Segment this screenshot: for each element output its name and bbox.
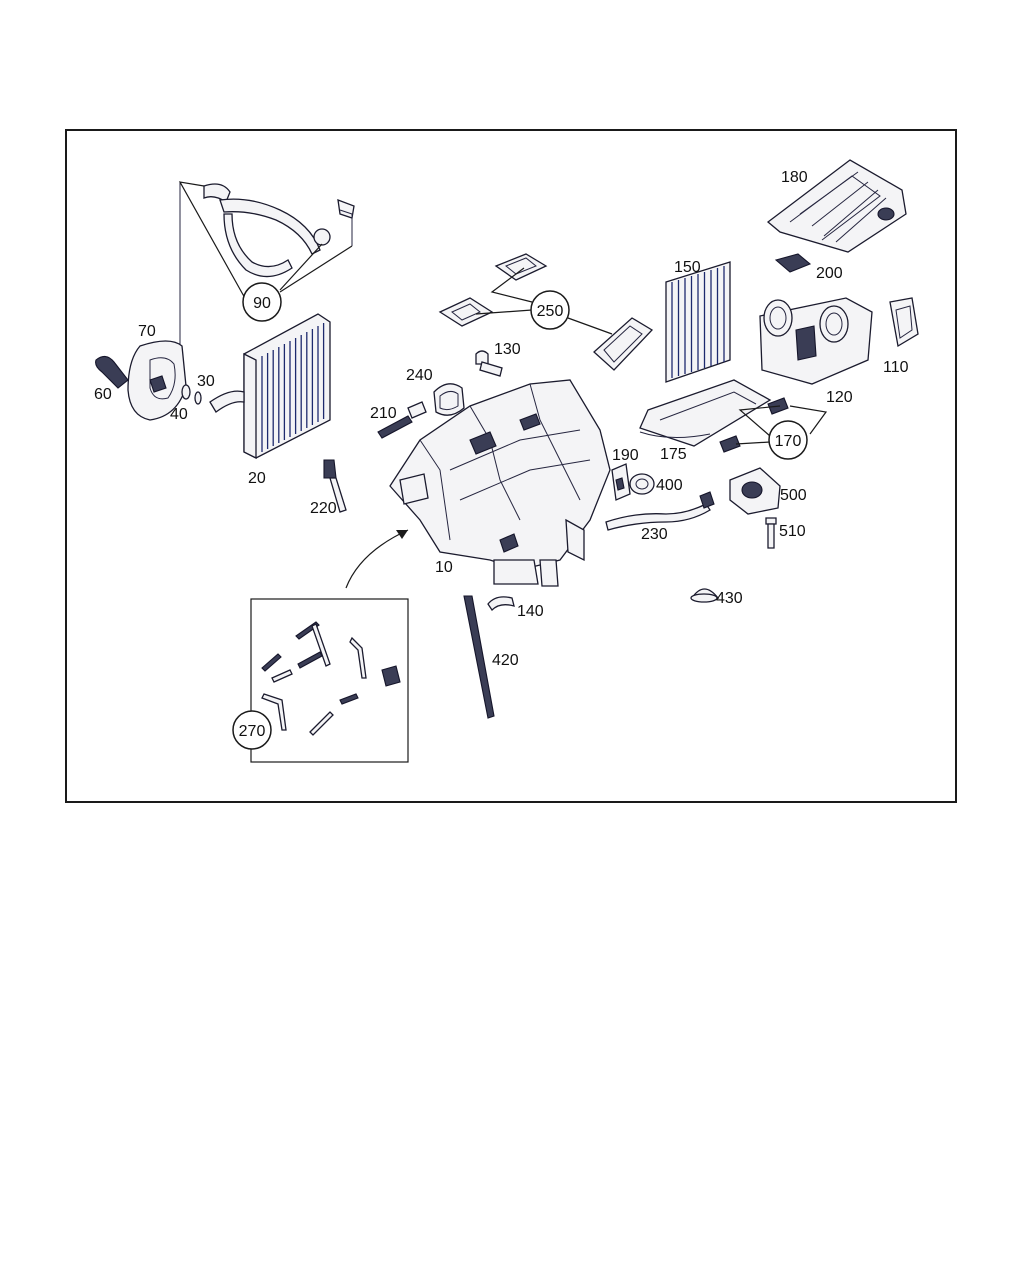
- part-230-harness: [605, 491, 715, 531]
- label-510[interactable]: 510: [779, 523, 806, 540]
- part-10-hvac-housing: [389, 379, 611, 587]
- part-150-filter: [665, 261, 731, 383]
- diagram-frame: [65, 129, 957, 803]
- callout-170-label: 170: [775, 433, 802, 450]
- part-labels: 180 200 150 110 120 130 240 210 70 30 60…: [94, 169, 909, 669]
- part-510-bolt: [765, 517, 777, 549]
- part-175-cover-plate: [639, 379, 772, 447]
- label-200[interactable]: 200: [816, 265, 843, 282]
- label-70[interactable]: 70: [138, 323, 156, 340]
- part-90-refrigerant-line: [179, 182, 355, 380]
- leader-lines: [178, 181, 828, 445]
- part-250-seals: [438, 253, 654, 371]
- part-190-actuator: [611, 463, 631, 501]
- part-270-linkage-set: [261, 621, 401, 736]
- part-430-grommet: [690, 588, 720, 603]
- part-180-blower-housing: [766, 159, 907, 253]
- label-240[interactable]: 240: [406, 367, 433, 384]
- label-420[interactable]: 420: [492, 652, 519, 669]
- part-130-bolt: [475, 350, 503, 377]
- label-130[interactable]: 130: [494, 341, 521, 358]
- label-110[interactable]: 110: [883, 359, 909, 376]
- label-140[interactable]: 140: [517, 603, 544, 620]
- label-400[interactable]: 400: [656, 477, 683, 494]
- label-190[interactable]: 190: [612, 447, 639, 464]
- part-400-cap: [629, 473, 655, 495]
- part-240-cover: [433, 383, 465, 416]
- label-210[interactable]: 210: [370, 405, 397, 422]
- label-40[interactable]: 40: [170, 406, 188, 423]
- part-60-sensor: [95, 355, 129, 389]
- label-150[interactable]: 150: [674, 259, 701, 276]
- part-120-blower-motor: [759, 297, 873, 385]
- part-420-hose: [463, 595, 495, 719]
- label-60[interactable]: 60: [94, 386, 112, 403]
- callout-270[interactable]: 270: [232, 710, 272, 750]
- part-200-resistor: [774, 253, 812, 273]
- inset-arrow-head: [396, 530, 408, 539]
- inset-270-frame: [250, 598, 409, 763]
- part-110-cover: [889, 297, 919, 348]
- label-430[interactable]: 430: [716, 590, 743, 607]
- part-40-30-orings: [181, 384, 202, 405]
- label-220[interactable]: 220: [310, 500, 337, 517]
- label-175[interactable]: 175: [660, 446, 687, 463]
- part-210-sensor: [377, 401, 427, 439]
- part-500-control-module: [729, 467, 781, 515]
- label-10[interactable]: 10: [435, 559, 453, 576]
- label-20[interactable]: 20: [248, 470, 266, 487]
- part-70-flange: [127, 340, 187, 421]
- callout-270-label: 270: [239, 723, 266, 740]
- callout-250[interactable]: 250: [530, 290, 570, 330]
- label-500[interactable]: 500: [780, 487, 807, 504]
- label-230[interactable]: 230: [641, 526, 668, 543]
- inset-arrow: [345, 529, 409, 589]
- part-20-evaporator: [209, 313, 331, 460]
- callout-90[interactable]: 90: [242, 282, 282, 322]
- label-30[interactable]: 30: [197, 373, 215, 390]
- label-120[interactable]: 120: [826, 389, 853, 406]
- callout-170[interactable]: 170: [768, 420, 808, 460]
- label-180[interactable]: 180: [781, 169, 808, 186]
- callout-250-label: 250: [537, 303, 564, 320]
- part-140-clip: [487, 596, 515, 612]
- callout-90-label: 90: [253, 295, 271, 312]
- part-220-drain-tube: [323, 459, 347, 513]
